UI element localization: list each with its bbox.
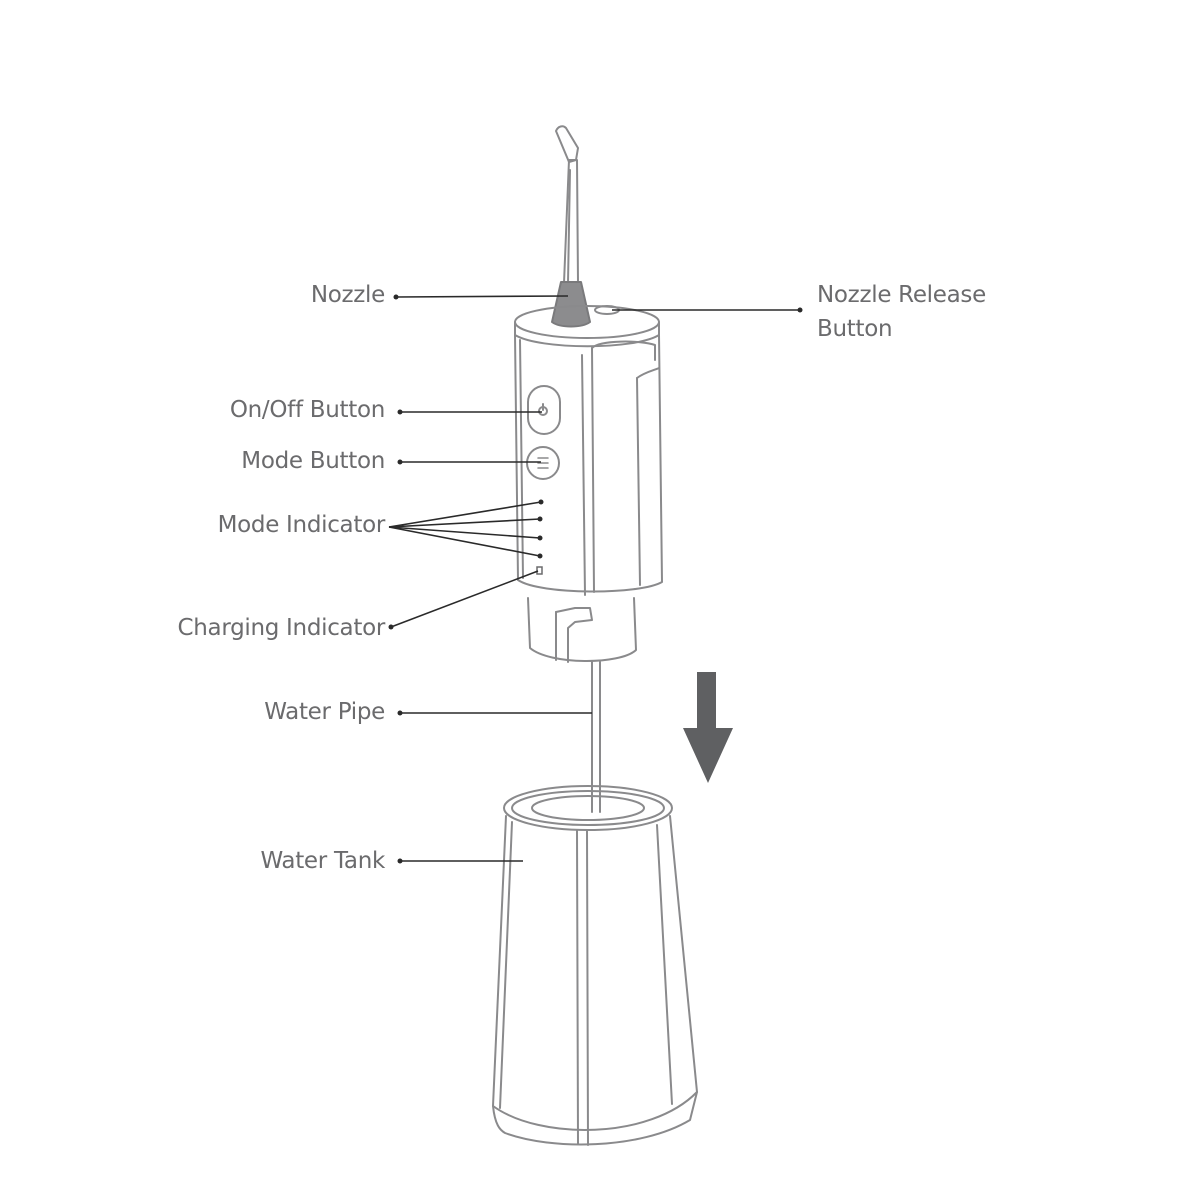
label-mode-button: Mode Button <box>241 448 385 474</box>
label-charging-indicator: Charging Indicator <box>177 615 386 641</box>
charging-indicator-leader-line <box>390 570 539 628</box>
label-nozzle-release-line2: Button <box>817 316 893 342</box>
nozzle-base <box>551 281 591 328</box>
nozzle-icon <box>555 125 579 284</box>
handle-body <box>514 334 663 593</box>
on-off-button-shape <box>527 385 561 435</box>
nozzle-leader-line <box>395 295 569 298</box>
down-arrow-icon <box>683 672 733 783</box>
mode-indicator-leader-lines <box>388 501 542 557</box>
label-nozzle-release-line1: Nozzle Release <box>817 282 986 308</box>
label-mode-indicator: Mode Indicator <box>217 512 386 538</box>
label-on-off-button: On/Off Button <box>229 397 385 423</box>
label-water-pipe: Water Pipe <box>264 699 385 725</box>
label-nozzle: Nozzle <box>310 282 385 308</box>
label-water-tank: Water Tank <box>260 848 385 874</box>
mode-button-shape <box>526 446 560 480</box>
water-tank-shape <box>492 815 698 1131</box>
